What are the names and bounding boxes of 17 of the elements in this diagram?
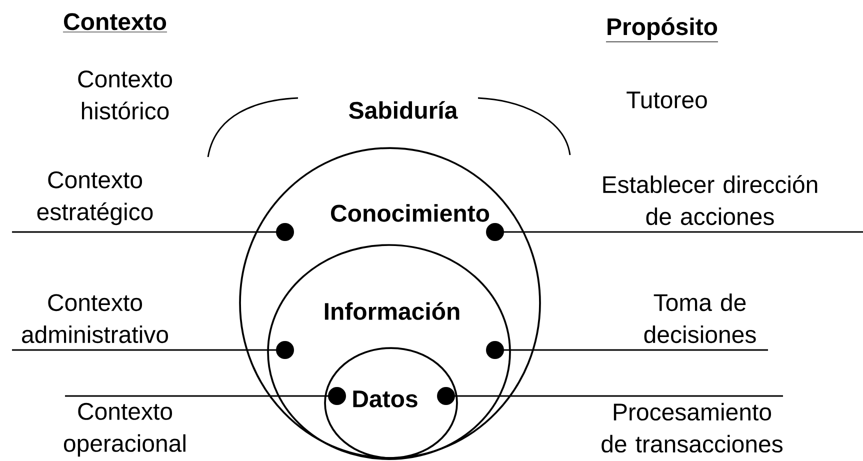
connector-line (12, 341, 294, 359)
context-text: Contexto estratégico (37, 171, 153, 226)
context-text: Contexto operacional (64, 402, 186, 457)
context-text: Contexto histórico (78, 70, 172, 120)
connector-line (437, 387, 783, 405)
connector-line (65, 387, 346, 405)
context-text: Toma de decisiones (644, 293, 756, 344)
context-text: Procesamiento de transacciones (602, 402, 782, 453)
connector-line (486, 341, 768, 359)
level-label: Sabiduría (349, 101, 458, 119)
heading: Propósito (606, 17, 718, 42)
connector-line (486, 223, 863, 241)
heading: Contexto (62, 13, 168, 32)
context-text: Tutoreo (626, 92, 707, 108)
context-text: Contexto administrativo (22, 294, 168, 344)
connector-line (12, 223, 294, 241)
context-text: Establecer dirección de acciones (603, 175, 818, 226)
